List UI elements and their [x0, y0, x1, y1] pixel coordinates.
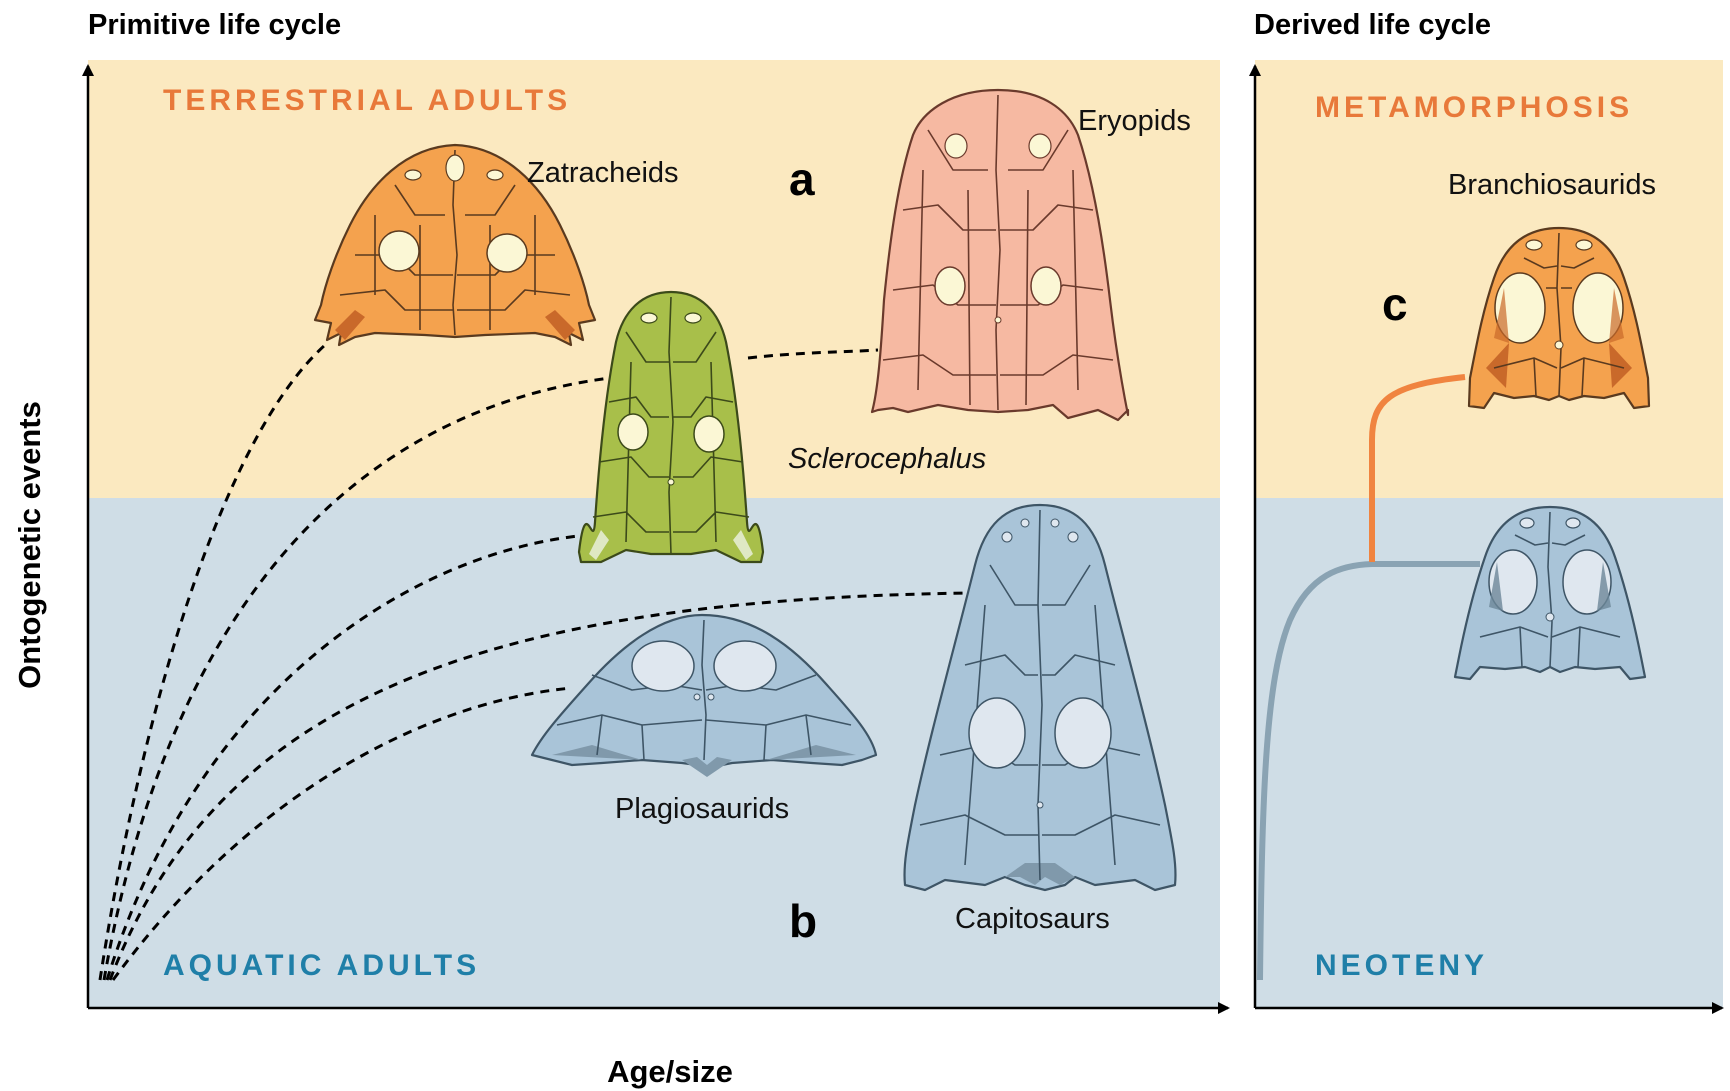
letter-a: a: [789, 153, 815, 205]
capitosaurs-label: Capitosaurs: [955, 903, 1110, 935]
neoteny-label: NEOTENY: [1315, 949, 1488, 982]
letter-b: b: [789, 895, 817, 947]
aquatic-adults-label: AQUATIC ADULTS: [163, 949, 480, 982]
plagiosaurids-label: Plagiosaurids: [615, 793, 789, 825]
derived-metamorphosis-band: [1255, 60, 1723, 498]
derived-panel-title: Derived life cycle: [1254, 9, 1491, 41]
branchiosaurids-label: Branchiosaurids: [1448, 169, 1656, 201]
zatracheids-label: Zatracheids: [527, 157, 679, 189]
metamorphosis-label: METAMORPHOSIS: [1315, 91, 1633, 124]
sclerocephalus-label: Sclerocephalus: [788, 443, 986, 475]
letter-c: c: [1382, 278, 1408, 330]
terrestrial-adults-label: TERRESTRIAL ADULTS: [163, 84, 571, 117]
y-axis-title: Ontogenetic events: [12, 401, 47, 689]
primitive-panel-title: Primitive life cycle: [88, 9, 341, 41]
eryopids-label: Eryopids: [1078, 105, 1191, 137]
x-axis-title: Age/size: [607, 1054, 733, 1089]
